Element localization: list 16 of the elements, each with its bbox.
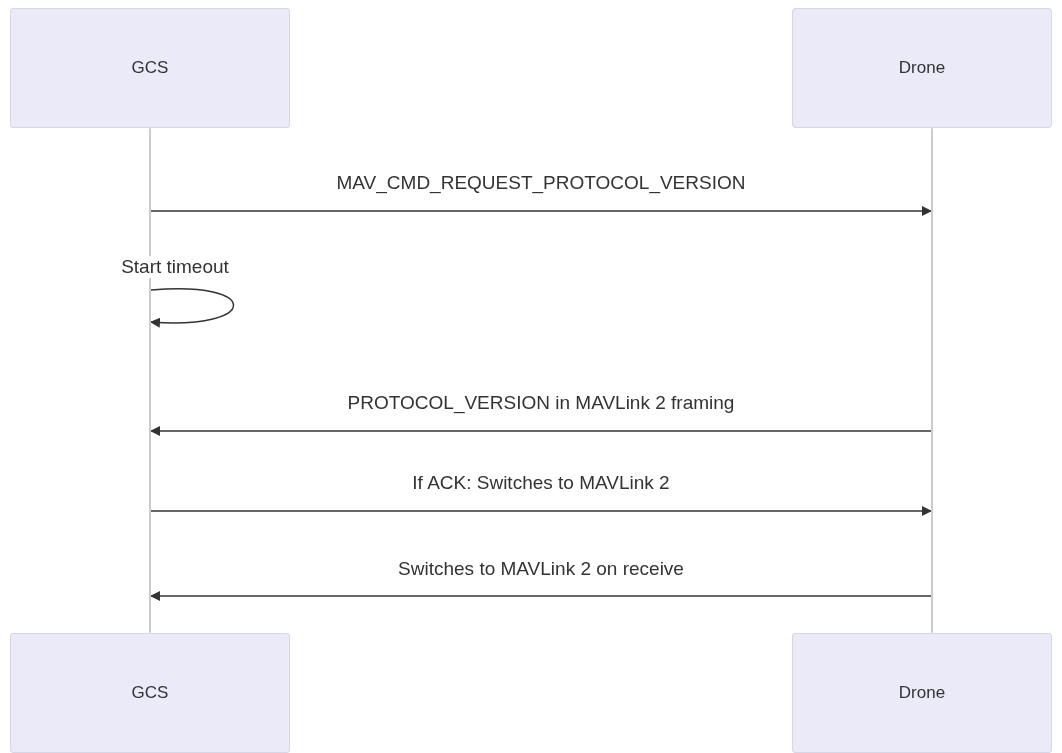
participant-name: Drone: [898, 683, 946, 703]
participant-name: GCS: [131, 683, 169, 703]
message-arrow: [150, 206, 932, 216]
participant-box: [792, 8, 1052, 128]
lifeline: [931, 128, 933, 633]
participant-name: GCS: [131, 58, 169, 78]
self-message-arrow: [150, 287, 235, 328]
participant-box: [10, 8, 290, 128]
participant-box: [792, 633, 1052, 753]
message-arrow: [150, 506, 932, 516]
lifeline: [149, 128, 151, 633]
message-arrow: [150, 591, 932, 601]
participant-name: Drone: [898, 58, 946, 78]
message-arrow: [150, 426, 932, 436]
edge-label: Start timeout: [119, 256, 231, 278]
participant-box: [10, 633, 290, 753]
